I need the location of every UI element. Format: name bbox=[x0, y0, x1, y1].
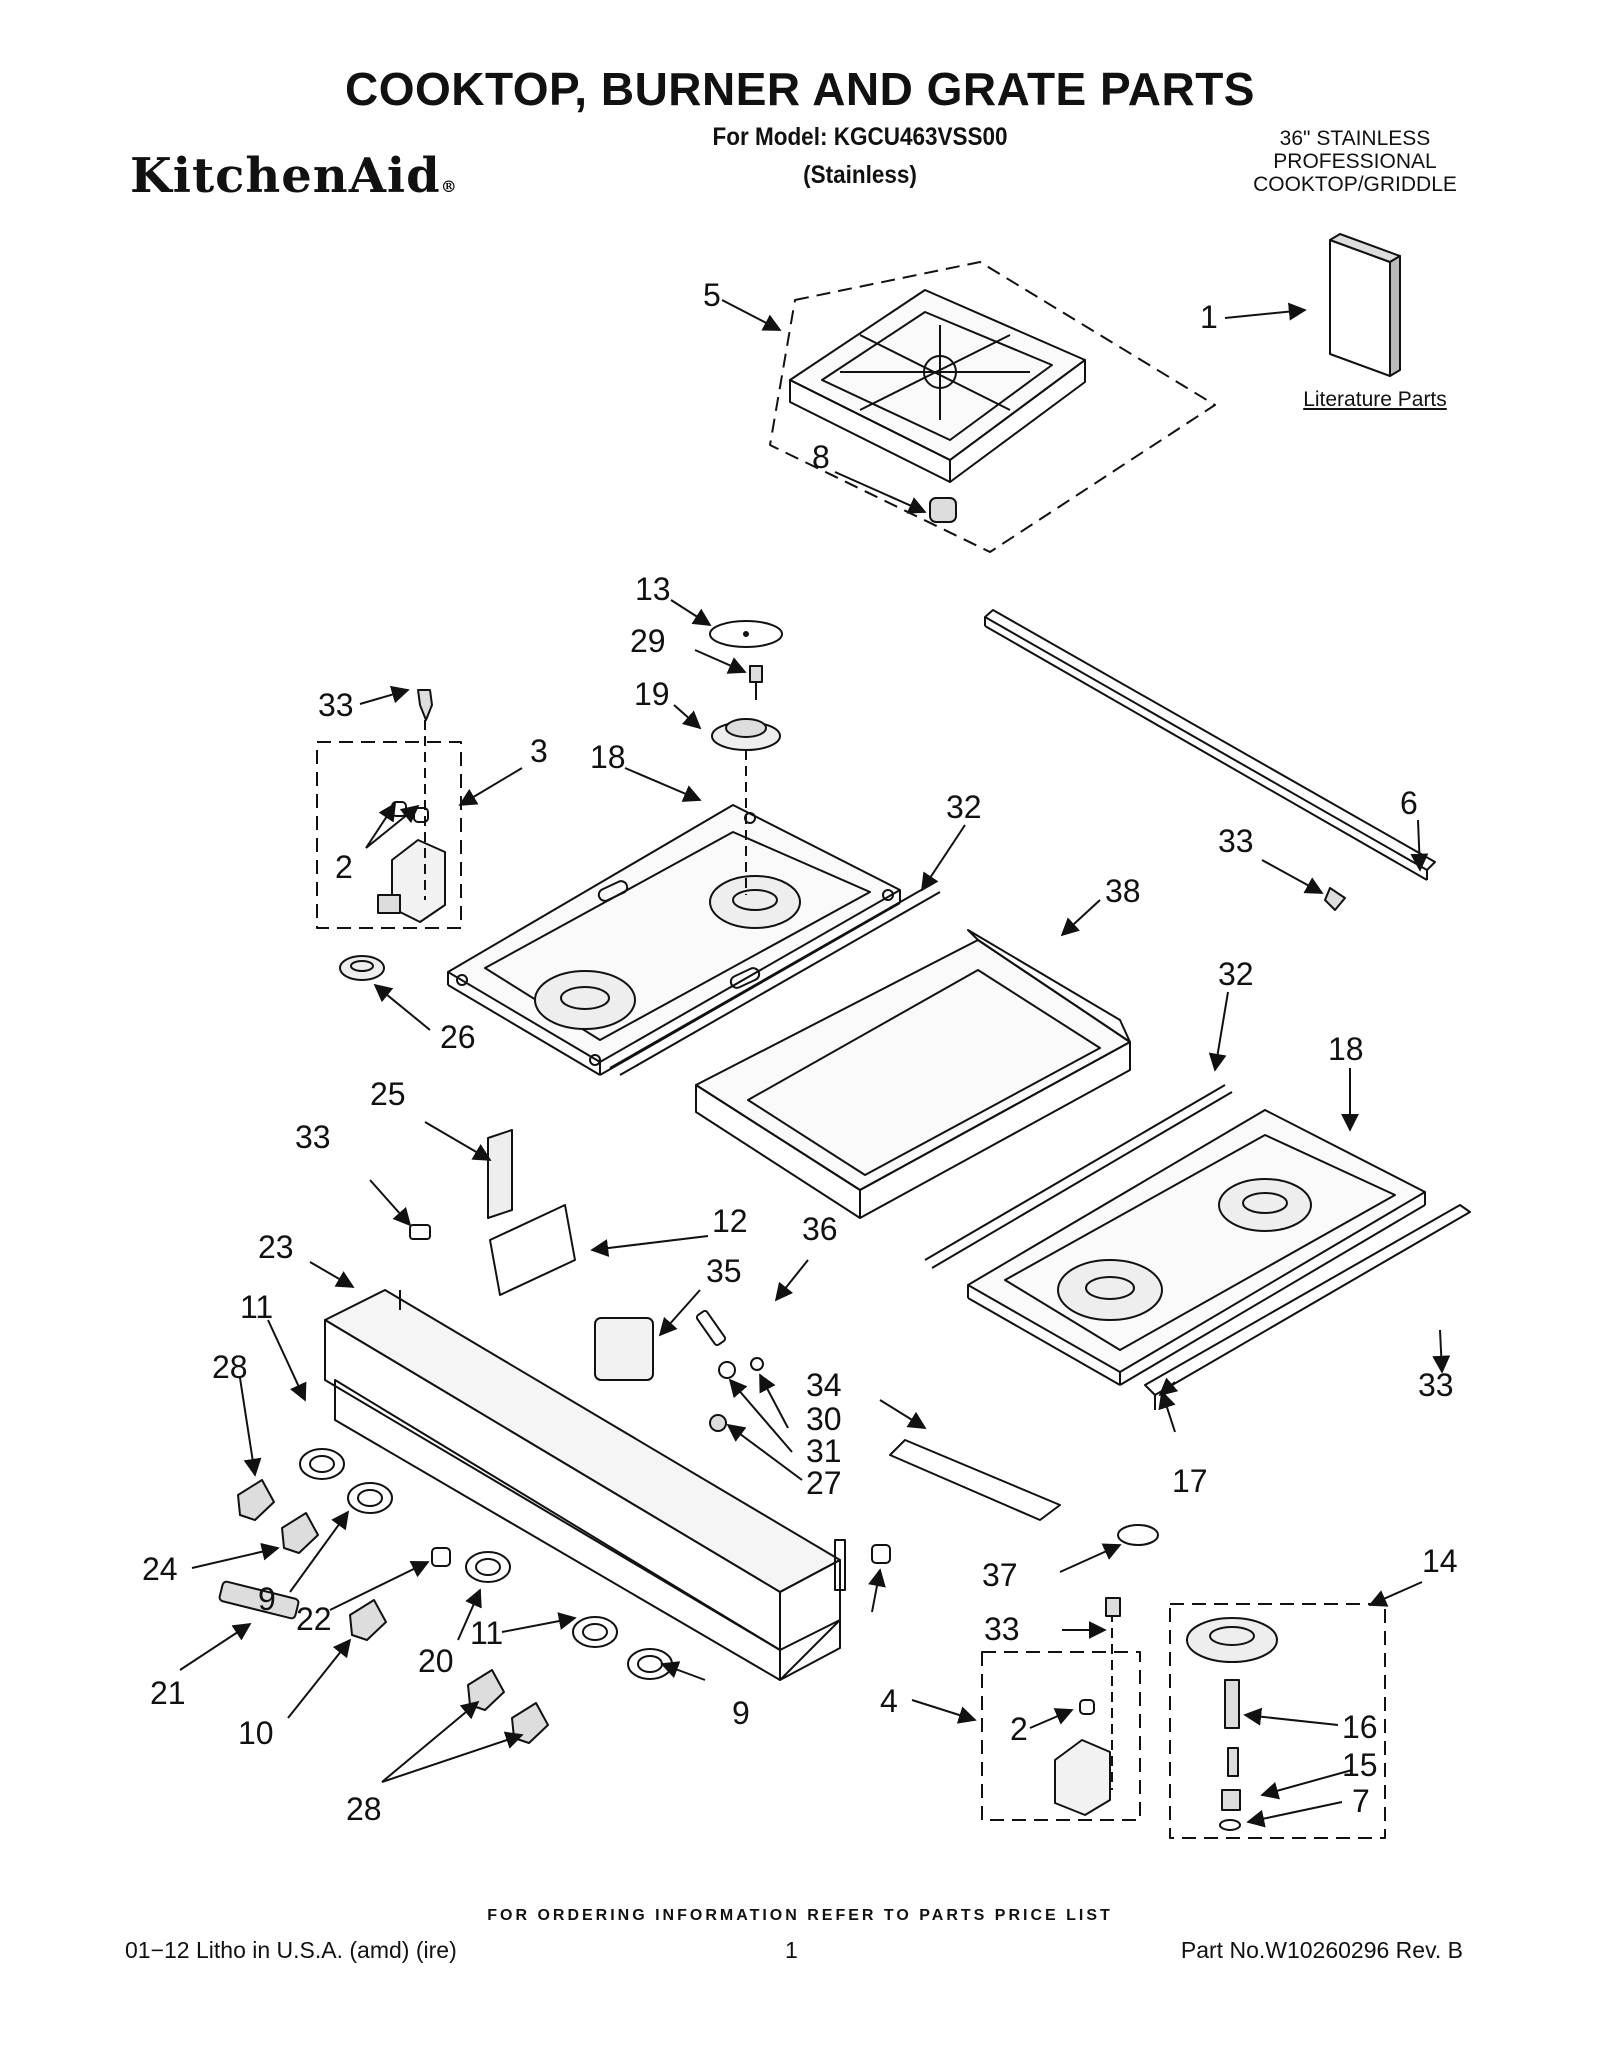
callout-36: 36 bbox=[802, 1211, 838, 1247]
page-number: 1 bbox=[785, 1937, 798, 1963]
callout-3: 3 bbox=[530, 733, 548, 769]
front-control-panel bbox=[324, 1289, 846, 1681]
callout-17: 17 bbox=[1172, 1463, 1208, 1499]
callout-9: 9 bbox=[732, 1695, 750, 1731]
callout-20: 20 bbox=[418, 1643, 454, 1679]
callout-2: 2 bbox=[1010, 1711, 1028, 1747]
callout-32: 32 bbox=[946, 789, 982, 825]
callout-31: 31 bbox=[806, 1433, 842, 1469]
page-title: COOKTOP, BURNER AND GRATE PARTS bbox=[344, 63, 1255, 115]
callout-23: 23 bbox=[258, 1229, 294, 1265]
callout-33: 33 bbox=[984, 1611, 1020, 1647]
model-number: For Model: KGCU463VSS00 bbox=[712, 123, 1008, 151]
callout-11: 11 bbox=[240, 1289, 273, 1325]
callout-5: 5 bbox=[703, 277, 721, 313]
callout-18: 18 bbox=[1328, 1031, 1364, 1067]
callout-33: 33 bbox=[318, 687, 354, 723]
control-knobs bbox=[237, 1448, 673, 1744]
callout-21: 21 bbox=[150, 1675, 186, 1711]
brand-name: KitchenAid bbox=[130, 148, 441, 204]
callout-28: 28 bbox=[346, 1791, 382, 1827]
callout-33: 33 bbox=[295, 1119, 331, 1155]
callout-18: 18 bbox=[590, 739, 626, 775]
burner-inset-assembly bbox=[1169, 1603, 1386, 1839]
model-finish: (Stainless) bbox=[803, 161, 917, 189]
literature-booklet bbox=[1329, 233, 1401, 377]
burner-grate bbox=[769, 261, 1216, 553]
callout-8: 8 bbox=[812, 439, 830, 475]
callout-6: 6 bbox=[1400, 785, 1418, 821]
griddle-assembly bbox=[695, 929, 1131, 1219]
callout-24: 24 bbox=[142, 1551, 178, 1587]
callout-27: 27 bbox=[806, 1465, 842, 1501]
left-burner-base bbox=[447, 804, 941, 1076]
callout-35: 35 bbox=[706, 1253, 742, 1289]
registered-mark: ® bbox=[440, 177, 458, 196]
callout-15: 15 bbox=[1342, 1747, 1378, 1783]
callout-29: 29 bbox=[630, 623, 666, 659]
model-info: For Model: KGCU463VSS00 (Stainless) bbox=[608, 118, 1112, 194]
print-info: 01−12 Litho in U.S.A. (amd) (ire) bbox=[125, 1937, 457, 1963]
callout-25: 25 bbox=[370, 1076, 406, 1112]
ordering-note: FOR ORDERING INFORMATION REFER TO PARTS … bbox=[487, 1907, 1113, 1924]
right-burner-base bbox=[924, 1084, 1471, 1410]
callout-33: 33 bbox=[1418, 1367, 1454, 1403]
callout-16: 16 bbox=[1342, 1709, 1378, 1745]
callout-2: 2 bbox=[335, 849, 353, 885]
callout-37: 37 bbox=[982, 1557, 1018, 1593]
part-number: Part No.W10260296 Rev. B bbox=[1180, 1937, 1463, 1963]
callout-34: 34 bbox=[806, 1367, 842, 1403]
callout-28: 28 bbox=[212, 1349, 248, 1385]
callout-26: 26 bbox=[440, 1019, 476, 1055]
control-small-parts bbox=[218, 1129, 1061, 1620]
description-line-2: PROFESSIONAL bbox=[1273, 150, 1437, 173]
callout-12: 12 bbox=[712, 1203, 748, 1239]
callout-32: 32 bbox=[1218, 956, 1254, 992]
callout-9: 9 bbox=[258, 1581, 276, 1617]
callout-10: 10 bbox=[238, 1715, 274, 1751]
burner-cap-and-head bbox=[709, 620, 783, 895]
callout-13: 13 bbox=[635, 571, 671, 607]
callout-22: 22 bbox=[296, 1601, 332, 1637]
literature-parts-label: Literature Parts bbox=[1303, 388, 1447, 411]
rear-trim-rail bbox=[984, 609, 1436, 911]
left-valve-assembly bbox=[316, 689, 462, 981]
callout-19: 19 bbox=[634, 676, 670, 712]
product-description: 36" STAINLESS PROFESSIONAL COOKTOP/GRIDD… bbox=[1205, 127, 1505, 196]
callout-33: 33 bbox=[1218, 823, 1254, 859]
description-line-1: 36" STAINLESS bbox=[1279, 127, 1431, 150]
callout-14: 14 bbox=[1422, 1543, 1458, 1579]
callout-30: 30 bbox=[806, 1401, 842, 1437]
callout-11: 11 bbox=[470, 1615, 503, 1651]
right-valve-assembly bbox=[981, 1524, 1159, 1821]
callout-4: 4 bbox=[880, 1683, 898, 1719]
callout-7: 7 bbox=[1352, 1783, 1370, 1819]
description-line-3: COOKTOP/GRIDDLE bbox=[1253, 173, 1457, 196]
callout-1: 1 bbox=[1200, 299, 1218, 335]
brand-logo: KitchenAid® bbox=[130, 148, 458, 204]
callout-38: 38 bbox=[1105, 873, 1141, 909]
